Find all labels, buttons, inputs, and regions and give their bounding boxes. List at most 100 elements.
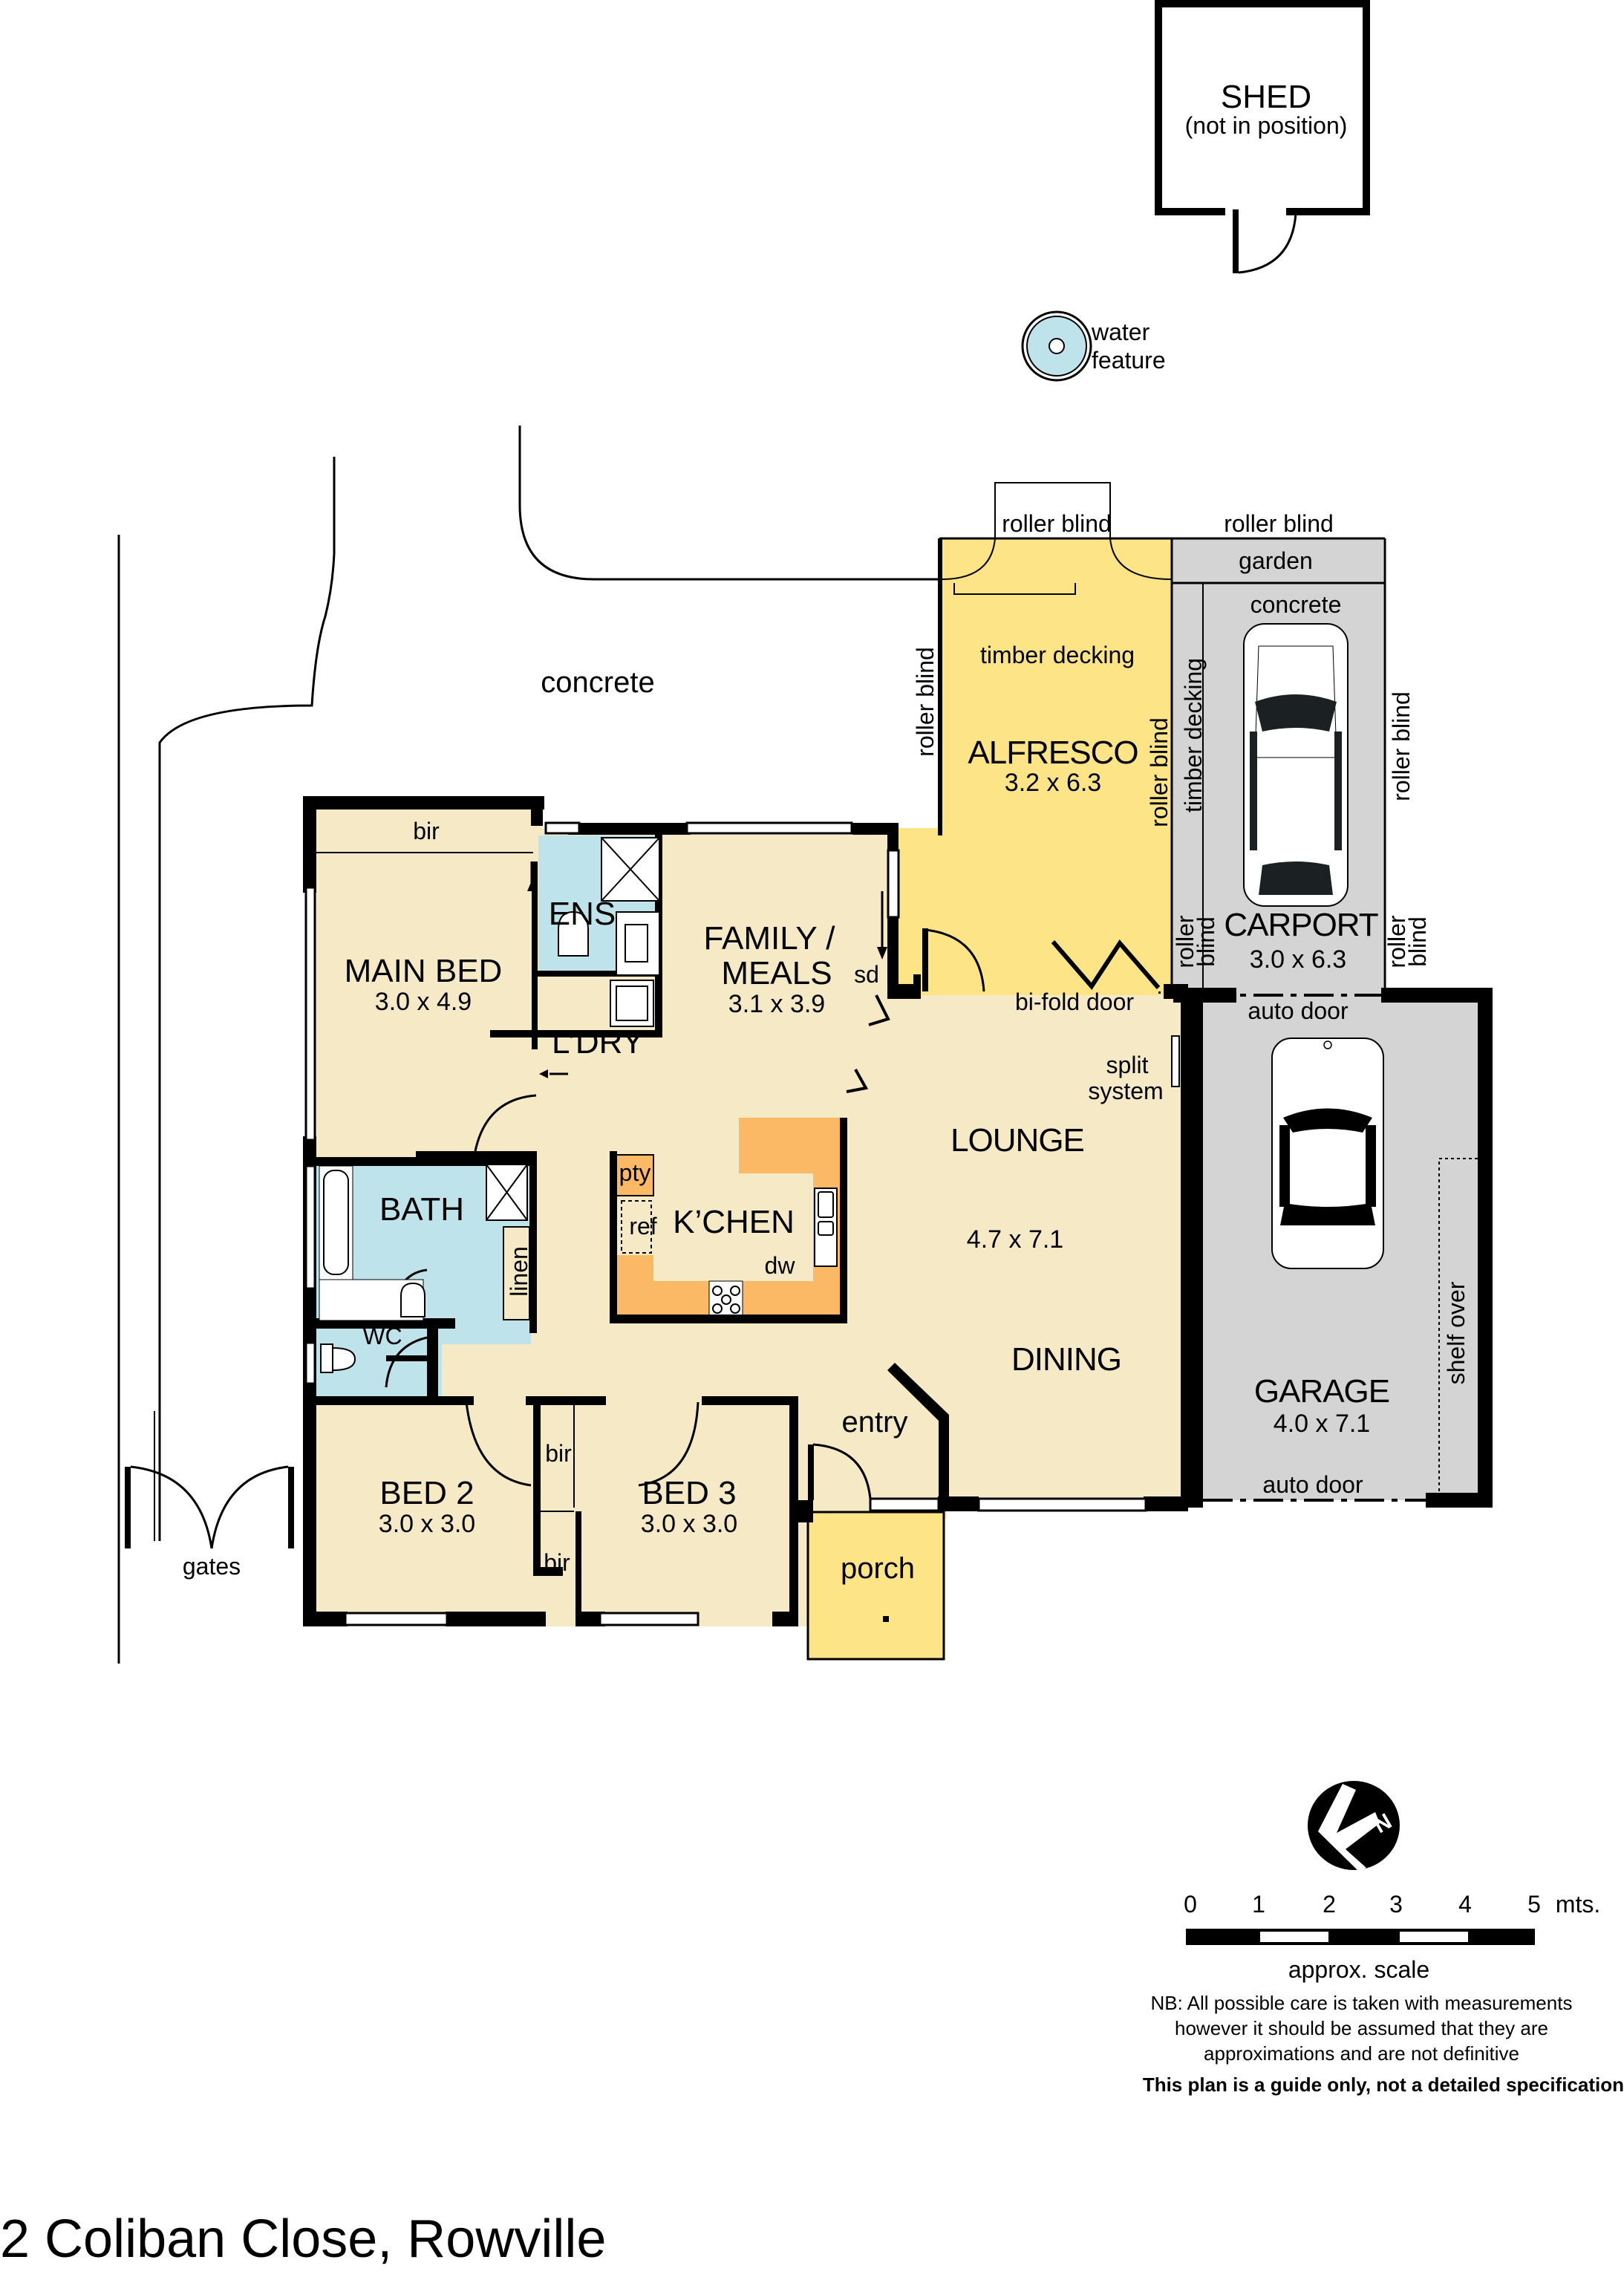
window-bath (304, 1164, 316, 1290)
porch-area (806, 1511, 945, 1661)
water-feature-label-2: feature (1092, 347, 1166, 374)
window-ensuite (544, 821, 581, 835)
bed3-name: BED 3 (642, 1475, 736, 1511)
alfresco-surface-label: timber decking (980, 642, 1135, 668)
water-feature: water feature (1021, 310, 1166, 382)
site-boundaries (117, 426, 939, 1664)
garage-top-door-label: auto door (1248, 997, 1349, 1024)
pantry-label: pty (619, 1159, 651, 1186)
window-entry (869, 1497, 940, 1512)
window-family-side (887, 849, 900, 919)
bed3-robe-label: bir (545, 1440, 572, 1467)
scale-tick-0: 0 (1184, 1891, 1197, 1918)
windows (304, 821, 1147, 1626)
property-address-title: 2 Coliban Close, Rowville (0, 2209, 607, 2269)
garden-label: garden (1239, 547, 1313, 574)
bed2-robe-label: bir (544, 1549, 570, 1576)
ensuite-vanity (616, 911, 660, 976)
scale-tick-3: 3 (1389, 1891, 1403, 1918)
laundry-name: L’DRY (552, 1024, 644, 1061)
compass: N (1308, 1781, 1400, 1872)
door-entry (812, 1443, 872, 1499)
bed3-dims: 3.0 x 3.0 (641, 1510, 737, 1538)
window-lounge (977, 1497, 1147, 1512)
porch-light (883, 1616, 889, 1622)
main-bed-robe-label: bir (413, 818, 440, 844)
main-bed-dims: 3.0 x 4.9 (375, 988, 472, 1016)
path-edge (158, 457, 336, 1541)
linen-cupboard (503, 1226, 530, 1320)
window-family (685, 821, 853, 835)
carport-name: CARPORT (1224, 907, 1377, 943)
window-bed2 (344, 1612, 449, 1626)
dining-label: DINING (1011, 1341, 1121, 1378)
carport-dims: 3.0 x 6.3 (1250, 945, 1346, 974)
window-wc (304, 1341, 316, 1385)
alfresco-left-blind-label: roller blind (912, 647, 939, 757)
door-bed2 (465, 1401, 532, 1487)
bed2-dims: 3.0 x 3.0 (379, 1510, 475, 1538)
bed2-name: BED 2 (379, 1475, 474, 1511)
fridge-label: ref (629, 1213, 656, 1240)
outdoor-structures (743, 482, 1478, 1502)
kitchen-name: K’CHEN (673, 1204, 795, 1240)
linen-label: linen (506, 1246, 532, 1297)
carport-right-blind-label: roller blind (1388, 691, 1415, 801)
family-meals-name-1: FAMILY / (704, 920, 836, 957)
guide-disclaimer: This plan is a guide only, not a detaile… (1142, 2074, 1624, 2096)
scale-tick-2: 2 (1323, 1891, 1336, 1918)
gates-label: gates (183, 1553, 241, 1580)
ensuite-toilet-icon (558, 911, 589, 957)
garage-bottom-door-label: auto door (1262, 1471, 1363, 1498)
shed: SHED (not in position) (1155, 0, 1370, 274)
door-alfresco (924, 928, 985, 992)
fixtures (316, 837, 1180, 1622)
kitchen-benches (613, 1118, 843, 1319)
bifold-door-icon (1051, 939, 1161, 990)
shed-note: (not in position) (1185, 112, 1348, 139)
carport-low-right-blind-1: roller (1383, 915, 1410, 968)
laundry-trough (610, 980, 654, 1027)
sliding-door-arrow-icon (877, 947, 887, 960)
lounge-dims: 4.7 x 7.1 (967, 1225, 1063, 1254)
water-feature-icon (1049, 338, 1065, 354)
bath-name: BATH (379, 1191, 464, 1228)
door-main-bed (474, 1094, 537, 1152)
split-system-label-1: split (1106, 1052, 1149, 1078)
door-wc (385, 1335, 431, 1388)
room-labels: roller blind timber decking ALFRESCO 3.2… (183, 510, 1470, 1585)
split-system-unit (1171, 1035, 1180, 1087)
alfresco-top-blind-label: roller blind (1002, 510, 1112, 537)
carport-decking-label: timber decking (1180, 658, 1207, 812)
wc-name: WC (362, 1323, 402, 1349)
yard-concrete-label: concrete (541, 666, 654, 699)
water-feature-label-1: water (1091, 319, 1150, 345)
scale-caption: approx. scale (1288, 1956, 1429, 1983)
garage-car-icon (1271, 1037, 1384, 1269)
family-meals-name-2: MEALS (721, 955, 832, 991)
fridge-space (621, 1200, 652, 1254)
garage-shelf-label: shelf over (1443, 1281, 1470, 1384)
scale-tick-5: 5 (1527, 1891, 1541, 1918)
lounge-name: LOUNGE (950, 1122, 1084, 1159)
porch-label: porch (841, 1552, 915, 1585)
scale-bar: 0 1 2 3 4 5 mts. approx. scale (1184, 1891, 1600, 1983)
doors (125, 861, 1161, 1549)
alfresco-dims: 3.2 x 6.3 (1005, 769, 1101, 797)
dishwasher-label: dw (765, 1252, 796, 1279)
carport-car-icon (1243, 623, 1349, 907)
driveway-edge (518, 426, 939, 581)
entry-label: entry (842, 1406, 908, 1439)
scale-tick-1: 1 (1252, 1891, 1265, 1918)
bifold-door-label: bi-fold door (1015, 988, 1134, 1015)
nb-line-2: however it should be assumed that they a… (1175, 2017, 1548, 2039)
alfresco-name: ALFRESCO (968, 734, 1138, 771)
ensuite-name: ENS (549, 896, 616, 932)
sliding-door-label: sd (854, 961, 879, 988)
door-bed3 (638, 1401, 700, 1487)
pantry (616, 1154, 654, 1196)
nb-line-3: approximations and are not definitive (1204, 2042, 1519, 2065)
alfresco-area (899, 538, 1172, 995)
nb-line-1: NB: All possible care is taken with meas… (1150, 1992, 1573, 2014)
